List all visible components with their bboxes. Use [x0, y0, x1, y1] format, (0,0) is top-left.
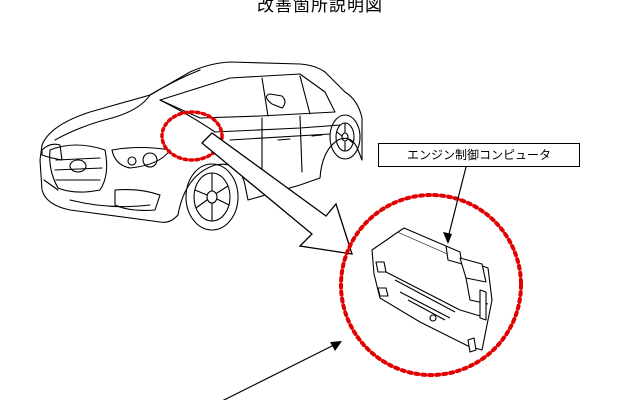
ecu-highlight-circle: [339, 193, 523, 377]
zoom-arrow: [201, 132, 353, 255]
car-highlight-circle: [160, 110, 224, 162]
ecu-illustration: [371, 227, 493, 353]
ecu-callout-label: エンジン制御コンピュータ: [378, 143, 580, 167]
diagram-title: 改善箇所説明図: [257, 0, 383, 16]
car-illustration: [39, 61, 363, 231]
bottom-arrow: [222, 341, 342, 400]
callout-leader: [443, 166, 467, 244]
